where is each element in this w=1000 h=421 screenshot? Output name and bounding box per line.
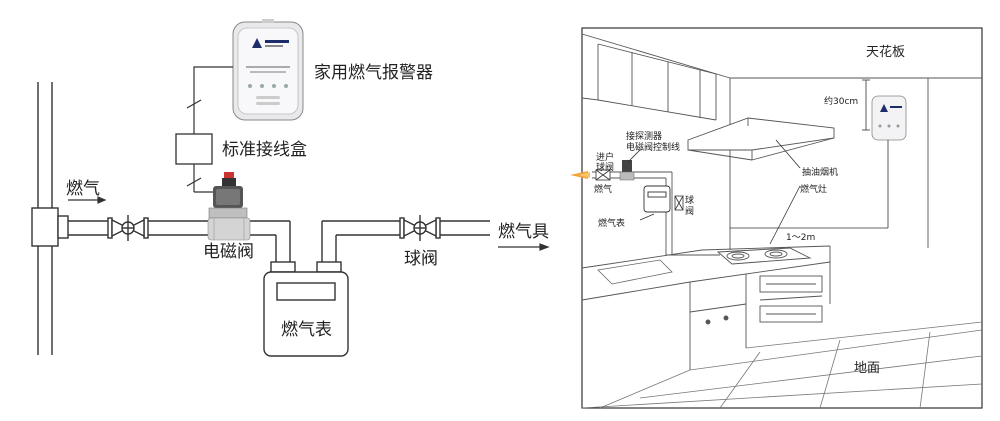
left-installation-diagram: 燃气 标准接线盒 家用燃气报警器 电磁阀 燃气表 球阀 燃气具 xyxy=(31,19,550,357)
countertop xyxy=(581,245,831,370)
inlet-valve-icon xyxy=(595,169,611,181)
kitchen-installation-diagram: 天花板 约30cm 接探测器 电磁阀控制线 进户 球阀 燃气 燃气表 球 阀 抽… xyxy=(570,27,983,409)
sink xyxy=(597,259,673,285)
gas-flow-arrow-icon xyxy=(68,196,107,204)
gas-in-label: 燃气 xyxy=(66,179,100,199)
gas-meter-label: 燃气表 xyxy=(281,320,332,340)
floor-label: 地面 xyxy=(854,361,880,376)
inlet-valve-label-1: 进户 xyxy=(596,151,614,163)
range-hood xyxy=(687,117,835,161)
detector-wire-label-2: 电磁阀控制线 xyxy=(626,141,680,153)
room-walls xyxy=(581,33,982,250)
about-30cm-label: 约30cm xyxy=(824,95,858,107)
floor-tiles xyxy=(581,321,983,409)
gas-appliance-label: 燃气具 xyxy=(498,222,549,242)
ceiling-distance-marker xyxy=(862,79,870,131)
ball-valve-icon xyxy=(399,215,441,241)
solenoid-valve-label: 电磁阀 xyxy=(203,242,254,262)
alarm-wiring xyxy=(186,66,233,193)
riser-pipe xyxy=(31,82,69,355)
kitchen-meter-label: 燃气表 xyxy=(598,217,625,229)
ceiling-label: 天花板 xyxy=(866,44,905,60)
ball-valve-label: 球阀 xyxy=(404,249,438,269)
inlet-pipe xyxy=(68,220,291,262)
kitchen-ball-valve-label-2: 阀 xyxy=(685,206,694,217)
gas-flame-icon xyxy=(570,171,590,179)
kitchen-meter-icon xyxy=(643,185,671,213)
junction-box-label: 标准接线盒 xyxy=(222,140,307,160)
kitchen-solenoid-icon xyxy=(619,160,635,181)
lower-cabinets xyxy=(689,275,823,325)
leader-lines xyxy=(627,139,889,245)
gas-meter xyxy=(263,261,349,357)
inlet-valve-label-2: 球阀 xyxy=(596,161,614,173)
inlet-ball-valve-icon xyxy=(107,215,149,241)
kitchen-gas-detector xyxy=(871,95,907,141)
outlet-pipe xyxy=(321,220,490,262)
range-hood-label: 抽油烟机 xyxy=(802,166,838,178)
kitchen-ball-valve-icon xyxy=(674,195,684,211)
distance-label: 1～2m xyxy=(786,233,815,243)
kitchen-frame xyxy=(581,27,983,409)
upper-cabinets xyxy=(581,43,717,121)
alarm-logo-icon xyxy=(252,38,262,48)
junction-box xyxy=(175,133,213,165)
kitchen-gas-label: 燃气 xyxy=(594,183,612,195)
detector-wire-label-1: 接探测器 xyxy=(626,130,662,142)
gas-stove-label: 燃气灶 xyxy=(800,183,827,195)
kitchen-ball-valve-label-1: 球 xyxy=(685,194,694,206)
solenoid-valve-device xyxy=(207,172,251,241)
appliance-arrow-icon xyxy=(498,243,550,251)
alarm-label: 家用燃气报警器 xyxy=(314,63,433,83)
gas-alarm-device xyxy=(232,19,304,121)
gas-stove xyxy=(716,247,812,265)
